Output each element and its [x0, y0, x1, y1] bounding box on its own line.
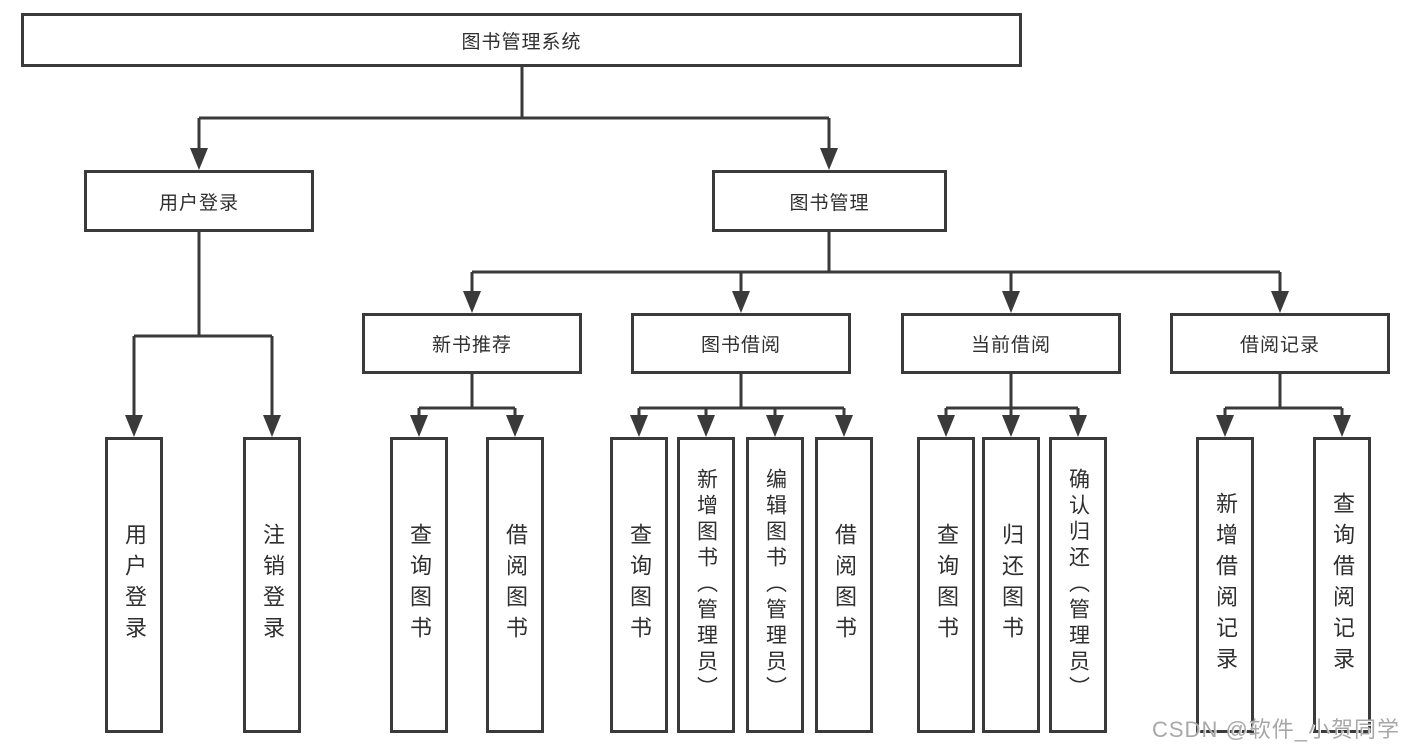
leaf-borrow-books-recommend: 借阅图书	[486, 437, 544, 733]
node-label: 新增图书（管理员）	[694, 468, 718, 702]
node-label: 新增借阅记录	[1213, 492, 1238, 678]
leaf-query-books-borrow: 查询图书	[610, 437, 668, 733]
leaf-query-books-recommend: 查询图书	[390, 437, 448, 733]
leaf-user-login: 用户登录	[105, 437, 163, 733]
node-library-management-system: 图书管理系统	[21, 13, 1022, 67]
node-new-book-recommend: 新书推荐	[362, 313, 582, 374]
leaf-borrow-books: 借阅图书	[815, 437, 873, 733]
node-label: 查询图书	[934, 523, 959, 647]
node-label: 用户登录	[122, 523, 147, 647]
node-label: 编辑图书（管理员）	[763, 468, 787, 702]
node-label: 图书管理	[789, 192, 870, 214]
node-label: 图书管理系统	[461, 31, 582, 53]
node-label: 当前借阅	[970, 335, 1051, 356]
node-label: 借阅图书	[503, 523, 528, 647]
node-label: 查询图书	[627, 523, 652, 647]
leaf-return-books: 归还图书	[982, 437, 1040, 733]
watermark: CSDN @软件_小贺同学	[1152, 717, 1401, 742]
leaf-edit-books-admin: 编辑图书（管理员）	[746, 437, 804, 733]
node-user-login: 用户登录	[84, 170, 314, 232]
node-label: 注销登录	[260, 523, 285, 647]
node-label: 图书借阅	[700, 335, 781, 356]
node-label: 借阅记录	[1239, 335, 1320, 356]
node-book-management: 图书管理	[712, 170, 947, 232]
node-book-borrow: 图书借阅	[631, 313, 851, 374]
leaf-add-books-admin: 新增图书（管理员）	[677, 437, 735, 733]
leaf-add-borrow-record: 新增借阅记录	[1196, 437, 1254, 733]
leaf-logout: 注销登录	[243, 437, 301, 733]
leaf-query-books-current: 查询图书	[917, 437, 975, 733]
leaf-query-borrow-record: 查询借阅记录	[1313, 437, 1371, 733]
node-borrow-records: 借阅记录	[1170, 313, 1390, 374]
node-label: 确认归还（管理员）	[1066, 468, 1090, 702]
node-label: 借阅图书	[832, 523, 857, 647]
node-current-borrow: 当前借阅	[901, 313, 1121, 374]
node-label: 查询图书	[407, 523, 432, 647]
node-label: 用户登录	[158, 192, 239, 214]
node-label: 归还图书	[999, 523, 1024, 647]
node-label: 新书推荐	[431, 335, 512, 356]
leaf-confirm-return-admin: 确认归还（管理员）	[1049, 437, 1107, 733]
node-label: 查询借阅记录	[1330, 492, 1355, 678]
